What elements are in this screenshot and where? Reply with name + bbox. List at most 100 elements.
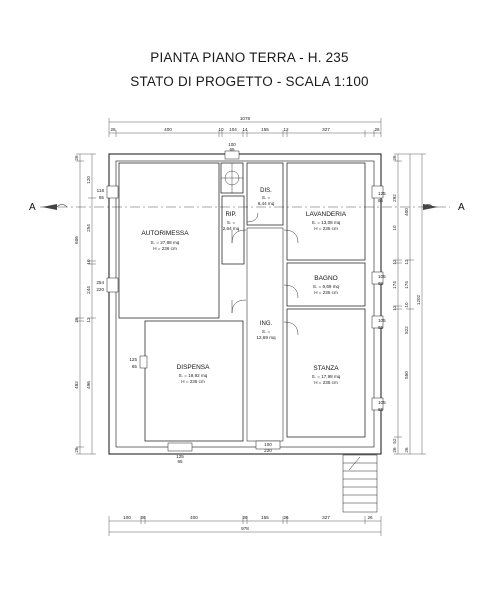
room-height-lavanderia: H = 235 cm <box>314 226 338 231</box>
dims-left-labels: 26 606 26 482 26 120 254 10 244 12 496 <box>74 155 91 453</box>
plan-subtitle: STATO DI PROGETTO - SCALA 1:100 <box>130 74 369 89</box>
window-label-a: 254 <box>96 280 104 285</box>
dim-right-inner-8: 26 <box>392 447 397 453</box>
section-marker-right: A <box>458 202 465 213</box>
dims-bottom <box>108 516 382 536</box>
dims-left <box>76 153 96 455</box>
window-label-a: 118 <box>97 188 105 193</box>
window-label-a: 105 <box>378 400 386 405</box>
room-labels: AUTORIMESSA S. = 27,88 mq H = 236 cm RIP… <box>141 188 346 385</box>
walls <box>108 153 382 455</box>
dim-bottom-5: 155 <box>261 515 269 520</box>
dim-right-inner-2: 292 <box>392 194 397 202</box>
window-label-b: 65 <box>177 459 183 464</box>
dim-right-outer-4: 10 <box>404 302 409 308</box>
room-area-stanza: S. = 17,98 mq <box>312 374 341 379</box>
dim-top-2: 400 <box>164 127 172 132</box>
room-name-lavanderia: LAVANDERIA <box>306 211 347 218</box>
room-area-bagno: S. = 6,69 mq <box>313 284 340 289</box>
dim-right-inner-1: 26 <box>392 155 397 161</box>
dim-top-total: 1078 <box>240 116 251 121</box>
room-name-dispensa: DISPENSA <box>177 364 211 371</box>
dim-bottom-3: 400 <box>190 515 198 520</box>
dim-bottom-total: 978 <box>241 526 249 531</box>
dim-left-inner-3: 10 <box>86 259 91 265</box>
stairs <box>342 454 378 513</box>
room-area-dis: S. = <box>262 195 271 200</box>
window-label-a: 125 <box>378 191 386 196</box>
window-label-a: 100 <box>228 142 236 147</box>
dim-left-outer-5: 26 <box>74 447 79 453</box>
window-label-b: 65 <box>378 325 384 330</box>
section-marker-left: A <box>29 202 36 213</box>
window-label-a: 105 <box>378 274 386 279</box>
dim-right-outer-5: 822 <box>404 326 409 334</box>
dim-bottom-8: 26 <box>367 515 373 520</box>
room-height-dispensa: H = 235 cm <box>181 379 205 384</box>
room-area-lavanderia: S. = 13,08 mq <box>312 220 341 225</box>
windows <box>106 150 384 452</box>
dim-top-8: 327 <box>322 127 330 132</box>
room-name-autorimessa: AUTORIMESSA <box>141 230 189 237</box>
dim-left-inner-1: 120 <box>86 176 91 184</box>
room-area-autorimessa: S. = 27,88 mq <box>151 240 180 245</box>
dim-left-outer-2: 606 <box>74 236 79 244</box>
dim-top-5: 14 <box>242 127 248 132</box>
window-label-b: 220 <box>96 287 104 292</box>
dim-bottom-7: 327 <box>322 515 330 520</box>
room-name-dis: DIS. <box>260 188 272 194</box>
window-label-a: 100 <box>264 442 272 447</box>
dim-bottom-4: 26 <box>242 515 248 520</box>
room-name-ing: ING. <box>260 321 273 327</box>
room-name-stanza: STANZA <box>313 365 339 372</box>
section-line: A A <box>29 202 465 213</box>
dim-left-inner-6: 496 <box>86 381 91 389</box>
window-label-b: 65 <box>378 407 384 412</box>
dim-right-total: 1202 <box>416 294 421 305</box>
window-label-b: 65 <box>229 147 235 152</box>
room-name-rip: RIP. <box>226 212 237 218</box>
window-label-b: 65 <box>99 195 105 200</box>
dim-right-inner-4: 12 <box>392 259 397 265</box>
dim-left-inner-5: 12 <box>86 317 91 323</box>
dim-right-outer-1: 400 <box>404 208 409 216</box>
dim-right-inner-6: 12 <box>392 305 397 311</box>
room-height-stanza: H = 235 cm <box>314 380 338 385</box>
dim-right-inner-7: 52 <box>392 438 397 444</box>
room-area-dispensa: S. = 19,92 mq <box>179 373 208 378</box>
window-label-a: 125 <box>176 454 184 459</box>
room-area2-ing: 12,69 mq <box>256 335 276 340</box>
room-area-rip: S. = <box>227 220 236 225</box>
room-height-autorimessa: H = 236 cm <box>153 246 177 251</box>
dim-bottom-2: 26 <box>140 515 146 520</box>
window-label-b: 65 <box>132 364 138 369</box>
dim-top-4: 104 <box>229 127 237 132</box>
dim-top-3: 10 <box>218 127 224 132</box>
dims-right <box>394 153 426 455</box>
room-area2-rip: 2,64 mq <box>223 226 240 231</box>
dim-right-outer-2: 12 <box>404 259 409 265</box>
room-area2-dis: 6,44 mq <box>258 201 275 206</box>
dim-right-inner-3: 10 <box>392 225 397 231</box>
dim-left-outer-1: 26 <box>74 155 79 161</box>
doors <box>231 212 299 336</box>
dim-top-6: 155 <box>261 127 269 132</box>
dim-right-outer-6: 550 <box>404 371 409 379</box>
dims-right-labels: 26 292 10 12 174 12 52 26 400 12 174 10 … <box>392 155 421 453</box>
plan-title: PIANTA PIANO TERRA - H. 235 <box>150 50 349 65</box>
window-label-b: 220 <box>264 448 272 453</box>
room-name-bagno: BAGNO <box>314 275 337 282</box>
window-label-b: 65 <box>378 198 384 203</box>
dim-right-outer-3: 174 <box>404 281 409 289</box>
dim-left-inner-2: 254 <box>86 224 91 232</box>
dim-bottom-1: 100 <box>123 515 131 520</box>
window-labels: 118 65 254 220 125 65 125 65 105 65 105 … <box>96 142 386 464</box>
room-height-bagno: H = 235 cm <box>314 290 338 295</box>
dim-right-outer-7: 26 <box>404 447 409 453</box>
window-label-a: 105 <box>378 318 386 323</box>
dim-right-inner-5: 174 <box>392 281 397 289</box>
dim-left-outer-4: 482 <box>74 381 79 389</box>
window-label-b: 65 <box>378 281 384 286</box>
dim-left-inner-4: 244 <box>86 286 91 294</box>
